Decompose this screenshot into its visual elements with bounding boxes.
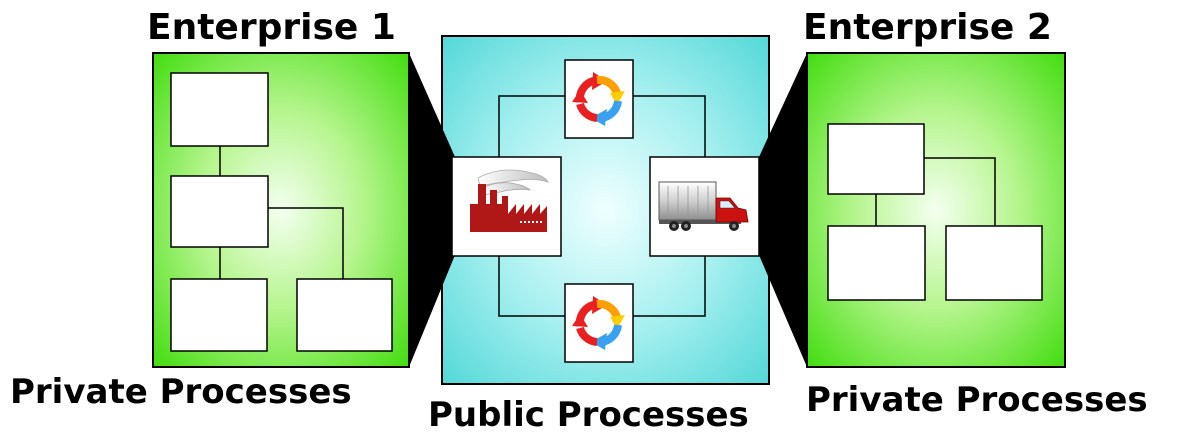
private-processes-left-label: Private Processes xyxy=(10,372,352,412)
factory-icon xyxy=(470,169,549,232)
public-process-loop xyxy=(498,95,706,317)
enterprise-1-process-box xyxy=(170,175,269,248)
enterprise-2-panel xyxy=(806,52,1066,368)
enterprise-2-label: Enterprise 2 xyxy=(803,7,1052,48)
enterprise-1-process-box xyxy=(170,72,269,147)
right-connector xyxy=(759,53,807,367)
enterprise-2-process-box xyxy=(827,225,926,301)
public-processes-label: Public Processes xyxy=(428,395,749,435)
enterprise-2-process-box xyxy=(827,123,925,195)
enterprise-1-process-box xyxy=(170,278,268,352)
enterprise-1-process-box xyxy=(296,278,393,352)
enterprise-2-process-box xyxy=(945,225,1043,301)
top-process-node xyxy=(564,59,634,139)
delivery-truck-icon xyxy=(658,181,749,231)
enterprise-1-process-tree xyxy=(219,146,344,279)
left-connector xyxy=(409,53,455,367)
enterprise-2-process-tree xyxy=(875,157,996,226)
private-processes-right-label: Private Processes xyxy=(806,380,1148,420)
refresh-cycle-icon xyxy=(572,72,625,126)
factory-node xyxy=(451,156,562,257)
enterprise-1-label: Enterprise 1 xyxy=(147,7,396,48)
refresh-cycle-icon xyxy=(572,296,625,350)
bottom-process-node xyxy=(564,283,634,363)
truck-node xyxy=(649,156,760,257)
